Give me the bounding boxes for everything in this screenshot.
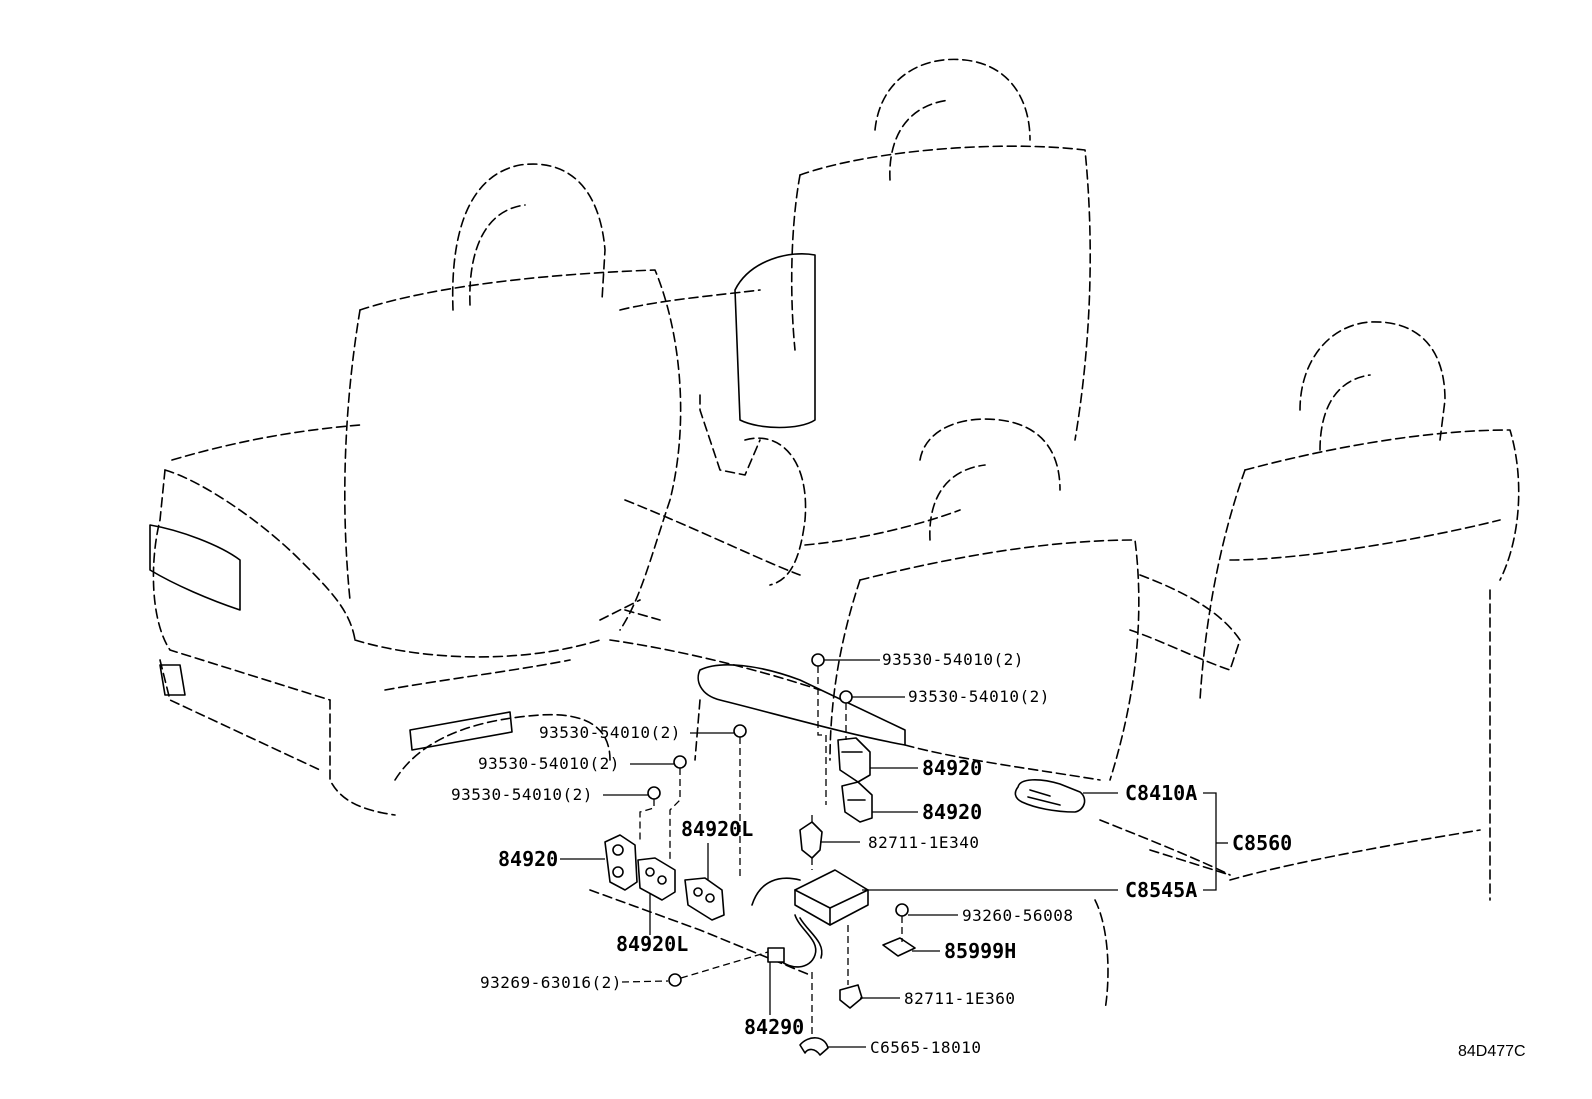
switch-right-lower: [841, 781, 873, 823]
label-switch-right-lower: 84920: [922, 800, 982, 824]
control-receiver: [794, 869, 869, 926]
wire-harness: [751, 877, 823, 968]
label-kit-group: C8560: [1232, 831, 1292, 855]
leader-lines: [560, 659, 1228, 1048]
switch-left-lower: [684, 877, 725, 921]
label-harness: 84290: [744, 1015, 804, 1039]
label-bracket: 85999H: [944, 939, 1016, 963]
seat-left-illustration: [149, 163, 682, 816]
label-control-receiver: C8545A: [1125, 878, 1197, 902]
seat-far-right-illustration: [1149, 321, 1520, 901]
clip-upper: [799, 821, 823, 859]
switch-left-upper: [637, 857, 676, 901]
part-labels: 93530-54010(2) 93530-54010(2) 93530-5401…: [451, 650, 1526, 1060]
label-remote-transmitter: C8410A: [1125, 781, 1197, 805]
label-bolt-right-1: 93530-54010(2): [882, 650, 1024, 669]
seat-rear-center-illustration: [619, 58, 1091, 586]
label-screw: 93260-56008: [962, 906, 1073, 925]
clamp: [799, 1037, 829, 1056]
label-bolt-left-1: 93530-54010(2): [539, 723, 681, 742]
bracket-plate: [882, 937, 916, 957]
label-screw-harness: 93269-63016(2): [480, 973, 622, 992]
label-bolt-right-2: 93530-54010(2): [908, 687, 1050, 706]
floor-illustration: [589, 609, 821, 976]
label-clip-upper: 82711-1E340: [868, 833, 979, 852]
label-switch-left-outer: 84920: [498, 847, 558, 871]
switch-left-outer: [604, 834, 638, 891]
label-switch-left-upper: 84920L: [681, 817, 753, 841]
label-clamp: C6565-18010: [870, 1038, 981, 1057]
label-switch-left-lower: 84920L: [616, 932, 688, 956]
clip-lower: [839, 984, 863, 1009]
label-bolt-left-3: 93530-54010(2): [451, 785, 593, 804]
diagram-code: 84D477C: [1458, 1043, 1526, 1060]
label-clip-lower: 82711-1E360: [904, 989, 1015, 1008]
seat-right-illustration: [694, 418, 1241, 1011]
label-switch-right-upper: 84920: [922, 756, 982, 780]
switch-right-upper: [837, 737, 871, 783]
remote-transmitter: [1014, 779, 1086, 813]
label-bolt-left-2: 93530-54010(2): [478, 754, 620, 773]
